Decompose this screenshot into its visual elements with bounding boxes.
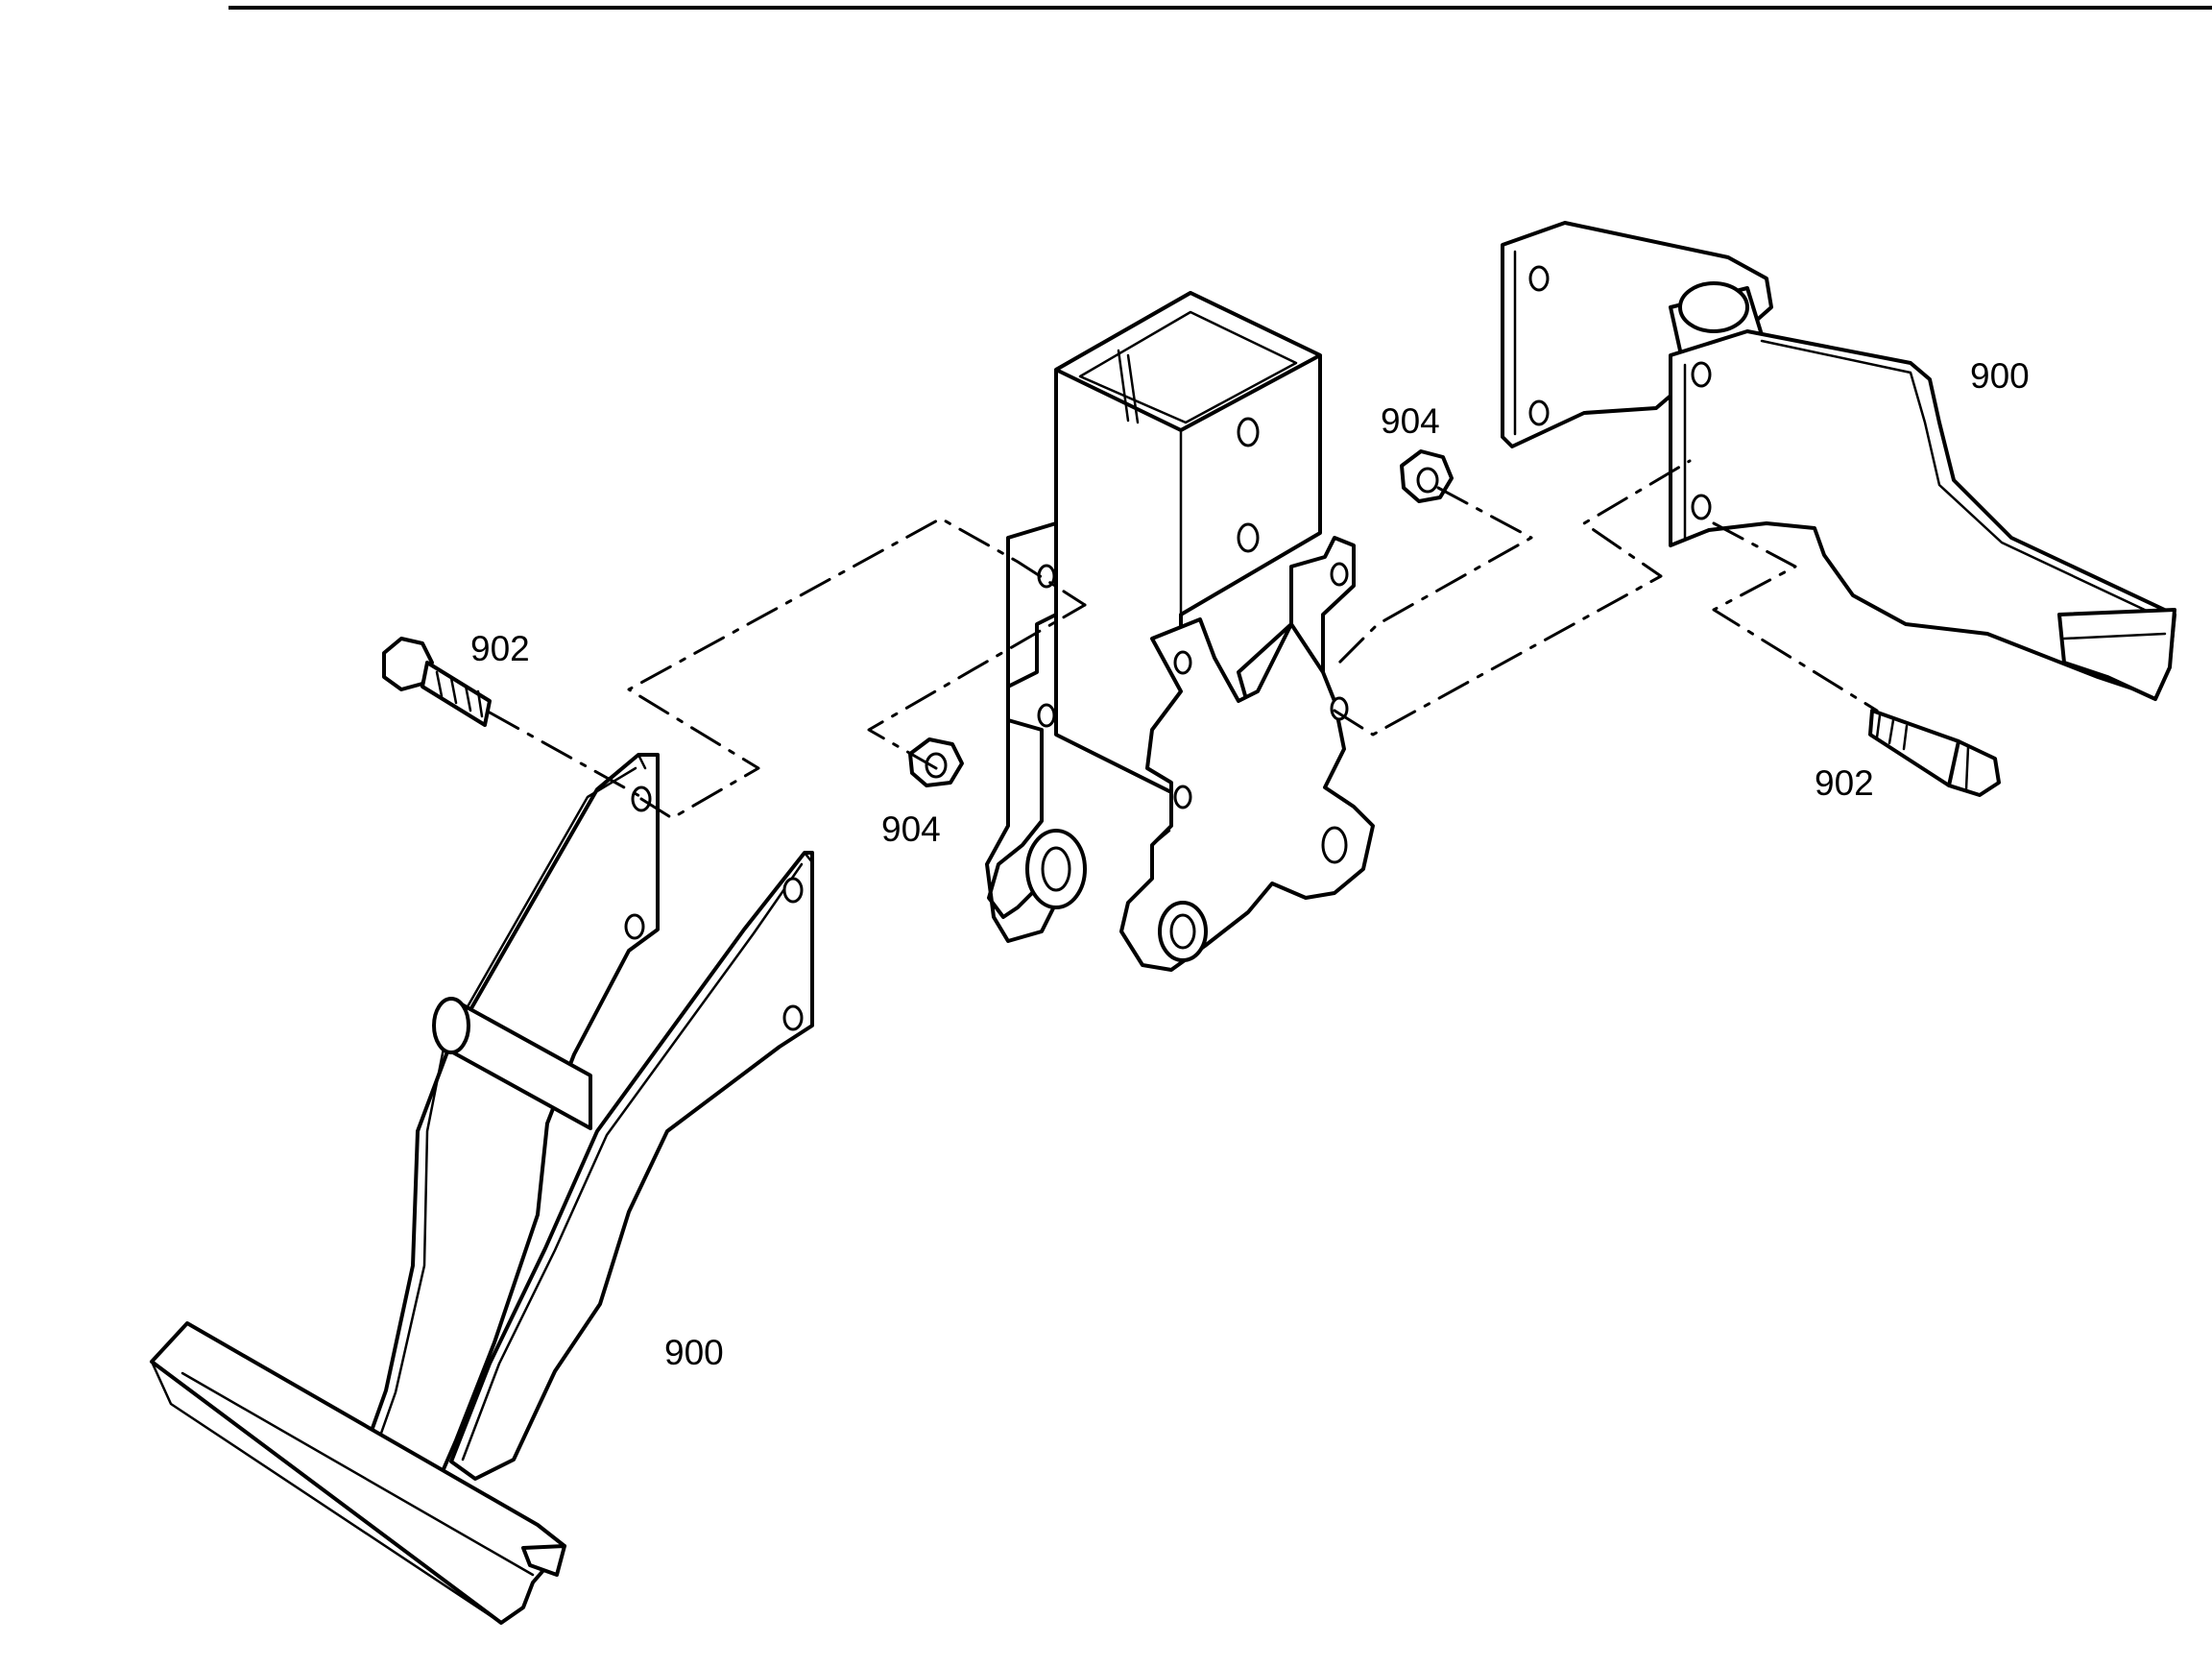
callout-902-left: 902 — [470, 629, 530, 668]
nut-right-part — [1400, 449, 1454, 503]
handle-right-part — [1501, 221, 2176, 701]
callout-902-right: 902 — [1815, 763, 1874, 803]
nut-left-part — [908, 737, 964, 787]
callout-900-left: 900 — [664, 1333, 724, 1372]
handle-left-part — [150, 753, 814, 1625]
bolt-right-part — [1868, 709, 2001, 797]
callout-904-right: 904 — [1381, 401, 1440, 441]
callout-900-right: 900 — [1970, 356, 2030, 396]
center-mount-bracket — [985, 291, 1375, 972]
assembly-lines — [488, 459, 1879, 820]
callout-904-left: 904 — [881, 809, 941, 849]
bolt-left-part — [382, 637, 492, 727]
